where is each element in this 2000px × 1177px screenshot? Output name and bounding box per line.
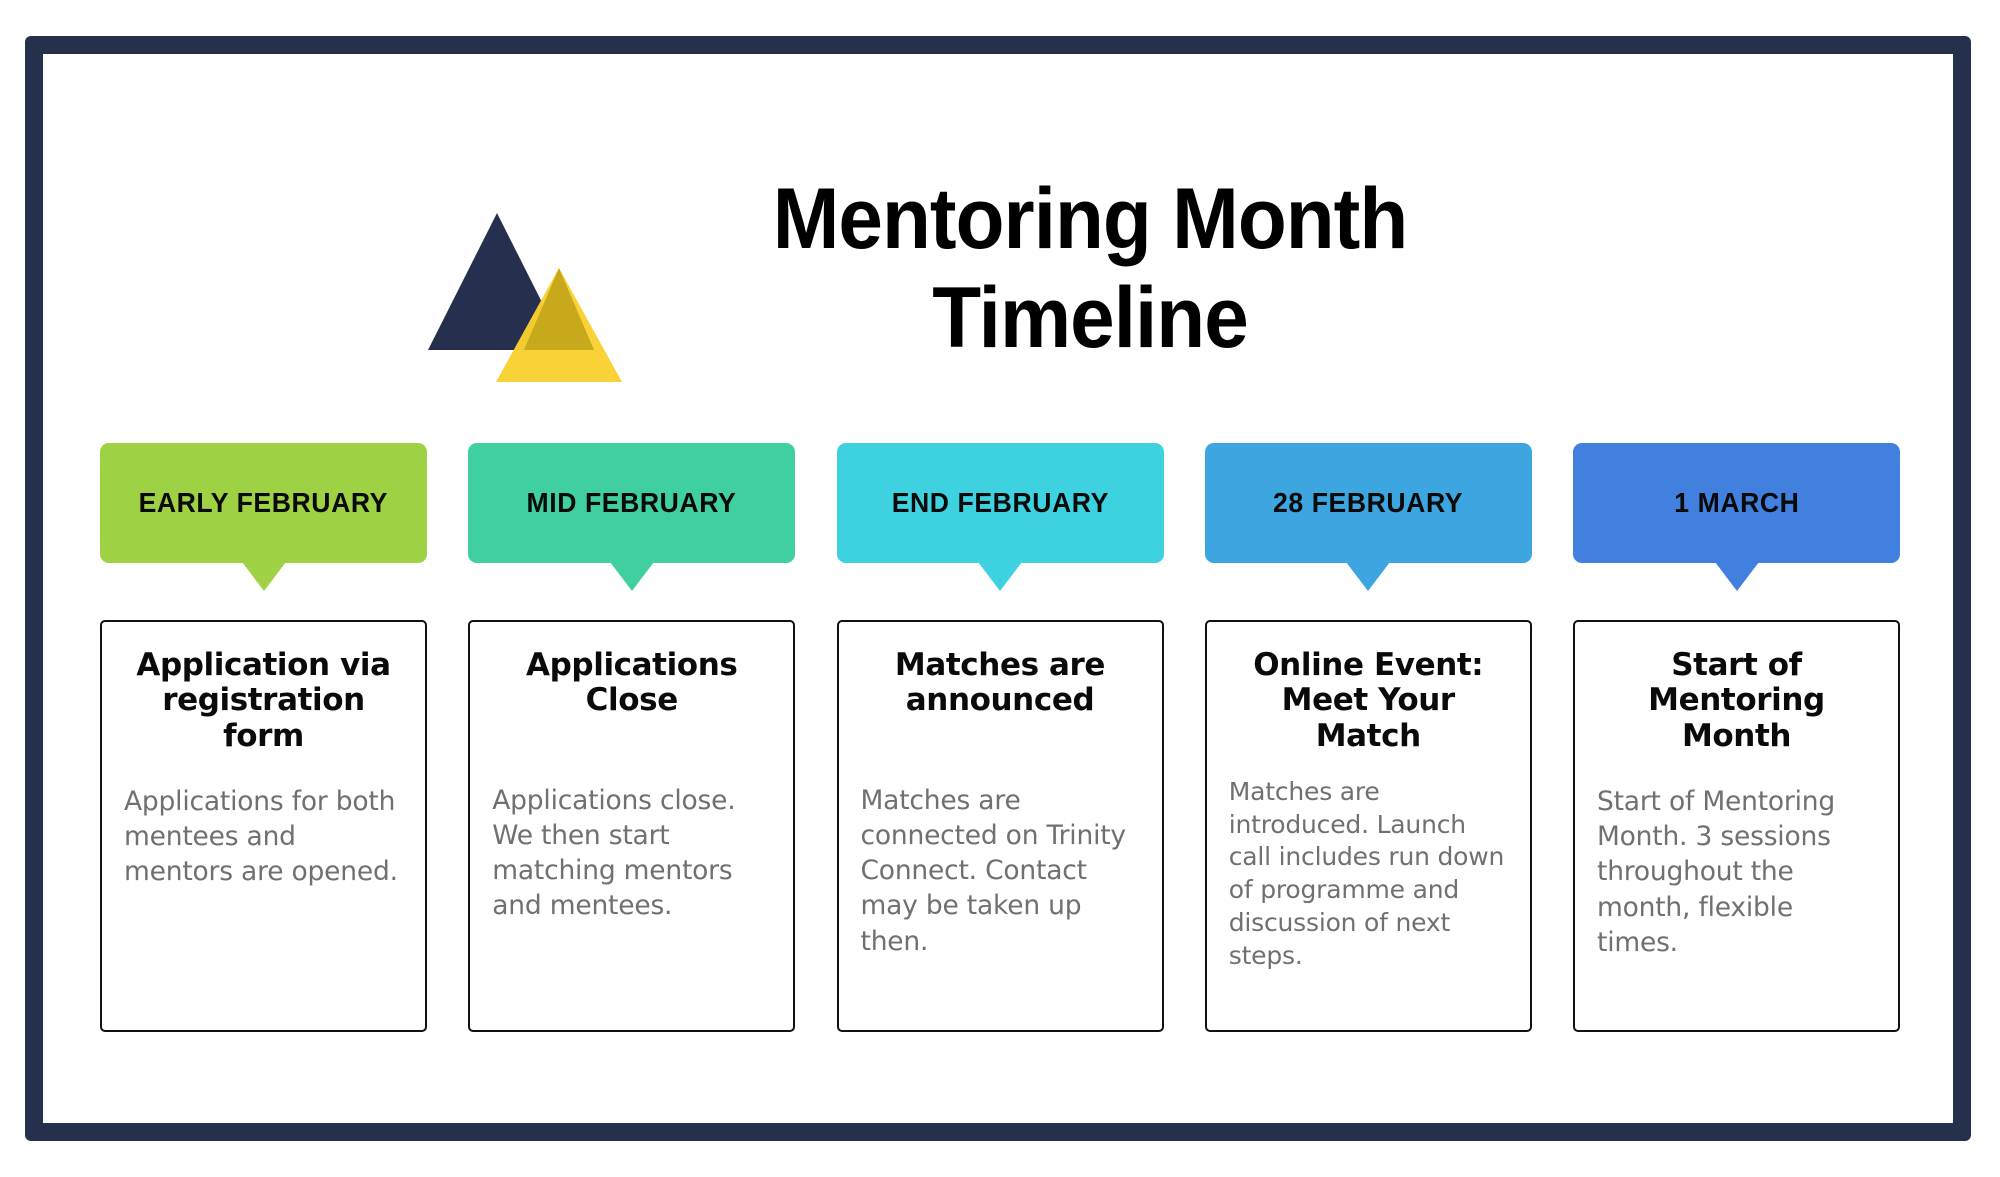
tab-pointer-2 xyxy=(609,562,654,591)
page-title: Mentoring Month Timeline xyxy=(772,171,1409,366)
card-body-slot-1: Applications for both mentees and mentor… xyxy=(124,754,403,1012)
card-body-slot-4: Matches are introduced. Launch call incl… xyxy=(1229,754,1508,1012)
timeline-tab-4[interactable]: 28 FEBRUARY xyxy=(1204,443,1532,591)
card-body-slot-2: Applications close. We then start matchi… xyxy=(492,719,771,1012)
timeline-row: EARLY FEBRUARY Application via registrat… xyxy=(100,443,1900,1032)
timeline-step-5: 1 MARCH Start of Mentoring Month Start o… xyxy=(1573,443,1900,1032)
tab-pointer-5 xyxy=(1714,562,1759,591)
tab-label-4: 28 FEBRUARY xyxy=(1273,487,1464,518)
card-body-slot-5: Start of Mentoring Month. 3 sessions thr… xyxy=(1597,754,1876,1012)
card-body-5: Start of Mentoring Month. 3 sessions thr… xyxy=(1597,785,1835,958)
tab-pointer-1 xyxy=(241,562,286,591)
tab-label-3: END FEBRUARY xyxy=(891,487,1109,518)
timeline-card-3: Matches are announced Matches are connec… xyxy=(836,620,1164,1032)
tab-pointer-3 xyxy=(978,562,1022,591)
tab-body-5[interactable]: 1 MARCH xyxy=(1573,443,1900,563)
tab-body-1[interactable]: EARLY FEBRUARY xyxy=(100,443,427,563)
tab-label-2: MID FEBRUARY xyxy=(526,487,737,518)
timeline-tab-2[interactable]: MID FEBRUARY xyxy=(468,443,796,591)
card-body-2: Applications close. We then start matchi… xyxy=(492,784,736,922)
logo-triangle-overlap xyxy=(524,268,594,350)
tab-body-3[interactable]: END FEBRUARY xyxy=(836,443,1164,563)
timeline-card-5: Start of Mentoring Month Start of Mentor… xyxy=(1573,620,1900,1032)
timeline-step-2: MID FEBRUARY Applications Close Applicat… xyxy=(468,443,796,1032)
timeline-tab-1[interactable]: EARLY FEBRUARY xyxy=(100,443,427,591)
poster-header: Mentoring Month Timeline xyxy=(0,150,2000,400)
tab-label-5: 1 MARCH xyxy=(1673,487,1800,518)
timeline-card-4: Online Event: Meet Your Match Matches ar… xyxy=(1204,620,1532,1032)
tab-pointer-4 xyxy=(1346,562,1391,591)
card-title-3: Matches are announced xyxy=(894,647,1106,719)
tab-body-4[interactable]: 28 FEBRUARY xyxy=(1204,443,1532,563)
timeline-step-1: EARLY FEBRUARY Application via registrat… xyxy=(100,443,427,1032)
timeline-tab-3[interactable]: END FEBRUARY xyxy=(836,443,1164,591)
timeline-card-2: Applications Close Applications close. W… xyxy=(468,620,796,1032)
card-body-4: Matches are introduced. Launch call incl… xyxy=(1228,776,1505,970)
card-body-slot-3: Matches are connected on Trinity Connect… xyxy=(861,719,1140,1012)
tab-label-1: EARLY FEBRUARY xyxy=(138,487,389,518)
card-body-1: Applications for both mentees and mentor… xyxy=(124,785,398,888)
timeline-step-4: 28 FEBRUARY Online Event: Meet Your Matc… xyxy=(1204,443,1532,1032)
timeline-step-3: END FEBRUARY Matches are announced Match… xyxy=(836,443,1164,1032)
card-body-3: Matches are connected on Trinity Connect… xyxy=(860,784,1127,957)
logo-navy-triangle xyxy=(428,213,566,350)
tab-body-2[interactable]: MID FEBRUARY xyxy=(468,443,796,563)
card-title-2: Applications Close xyxy=(526,647,738,719)
card-title-1: Application via registration form xyxy=(136,647,391,754)
timeline-tab-5[interactable]: 1 MARCH xyxy=(1573,443,1900,591)
card-title-4: Online Event: Meet Your Match xyxy=(1253,647,1484,754)
trinity-triangles-logo xyxy=(420,205,630,395)
timeline-card-1: Application via registration form Applic… xyxy=(100,620,427,1032)
card-title-5: Start of Mentoring Month xyxy=(1648,647,1825,754)
